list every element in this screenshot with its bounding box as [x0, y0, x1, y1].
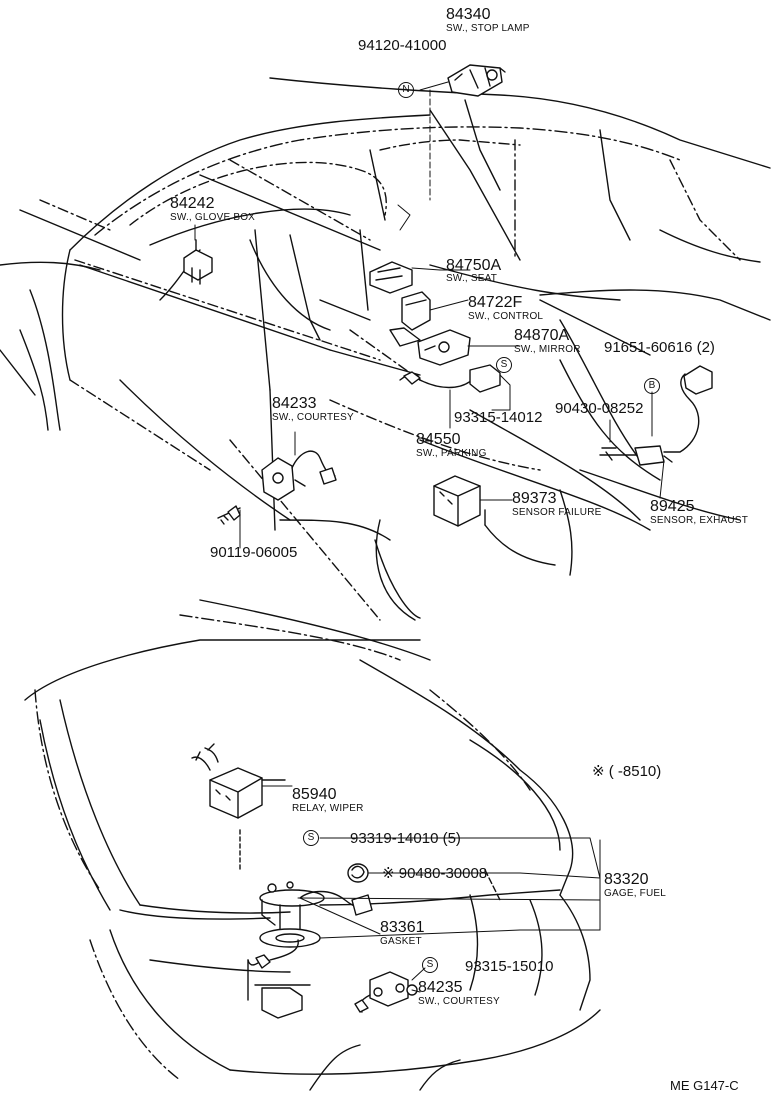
part-name-mirror: SW., MIRROR: [514, 344, 581, 355]
part-name-gasket: GASKET: [380, 936, 422, 947]
part-number-84550: 84550: [416, 431, 461, 448]
grommet-drawing: [347, 863, 369, 883]
control-switch-drawing: [389, 291, 431, 347]
connector-harness-drawing: [247, 939, 303, 1019]
sensor-failure-drawing: [433, 475, 481, 527]
part-number-84722f: 84722F: [468, 294, 523, 311]
lower-body-outline: [24, 599, 601, 1091]
courtesy-switch-lower-drawing: [354, 971, 418, 1013]
part-number-93319: 93319-14010 (5): [350, 830, 461, 847]
part-number-84233: 84233: [272, 395, 317, 412]
part-number-84235: 84235: [418, 979, 463, 996]
part-name-courtesy-upper: SW., COURTESY: [272, 412, 354, 423]
mark-b-circle: B: [644, 378, 660, 394]
stop-lamp-switch-drawing: [447, 64, 506, 97]
mirror-switch-drawing: [417, 329, 471, 366]
part-number-90119: 90119-06005: [210, 544, 298, 561]
mark-s-circle-93319: S: [303, 830, 319, 846]
part-number-90480: ※ 90480-30008: [382, 865, 488, 882]
part-name-gage-fuel: GAGE, FUEL: [604, 888, 667, 899]
part-name-relay-wiper: RELAY, WIPER: [292, 803, 364, 814]
part-name-stop-lamp: SW., STOP LAMP: [446, 23, 530, 34]
part-number-85940: 85940: [292, 786, 337, 803]
lower-leader-lines: [261, 785, 601, 993]
part-name-glove-box: SW., GLOVE BOX: [170, 212, 256, 223]
part-number-89373: 89373: [512, 490, 557, 507]
part-number-83320: 83320: [604, 871, 649, 888]
mark-s-circle-93315-15010: S: [422, 957, 438, 973]
part-number-90430: 90430-08252: [555, 400, 644, 417]
bolt-drawing: [217, 505, 241, 525]
exhaust-sensor-drawing: [599, 365, 713, 466]
parking-switch-drawing: [399, 364, 501, 393]
part-name-seat: SW., SEAT: [446, 273, 498, 284]
part-number-83361: 83361: [380, 919, 425, 936]
mark-s-circle-upper: S: [496, 357, 512, 373]
part-name-parking: SW., PARKING: [416, 448, 487, 459]
upper-body-outline: [0, 77, 771, 621]
part-name-control: SW., CONTROL: [468, 311, 544, 322]
part-name-sensor-exhaust: SENSOR, EXHAUST: [650, 515, 749, 526]
mark-n-circle: N: [398, 82, 414, 98]
diagram-code: ME G147-C: [670, 1078, 739, 1093]
part-number-94120: 94120-41000: [358, 37, 447, 54]
part-number-84750a: 84750A: [446, 257, 502, 274]
part-number-84340: 84340: [446, 6, 491, 23]
part-name-courtesy-lower: SW., COURTESY: [418, 996, 500, 1007]
part-name-sensor-failure: SENSOR FAILURE: [512, 507, 602, 518]
part-number-84870a: 84870A: [514, 327, 570, 344]
part-number-84242: 84242: [170, 195, 215, 212]
part-number-93315-14012: 93315-14012: [454, 409, 543, 426]
courtesy-switch-upper-drawing: [261, 450, 337, 501]
gasket-drawing: [259, 928, 321, 948]
part-number-93315-15010: 93315-15010: [465, 958, 554, 975]
seat-switch-drawing: [369, 261, 413, 294]
upper-leader-lines: [194, 81, 665, 549]
applicability-note: ※ ( -8510): [592, 763, 662, 780]
relay-wiper-drawing: [191, 743, 286, 819]
part-number-89425: 89425: [650, 498, 695, 515]
part-number-91651: 91651-60616 (2): [604, 339, 715, 356]
glove-box-switch-drawing: [183, 239, 213, 285]
